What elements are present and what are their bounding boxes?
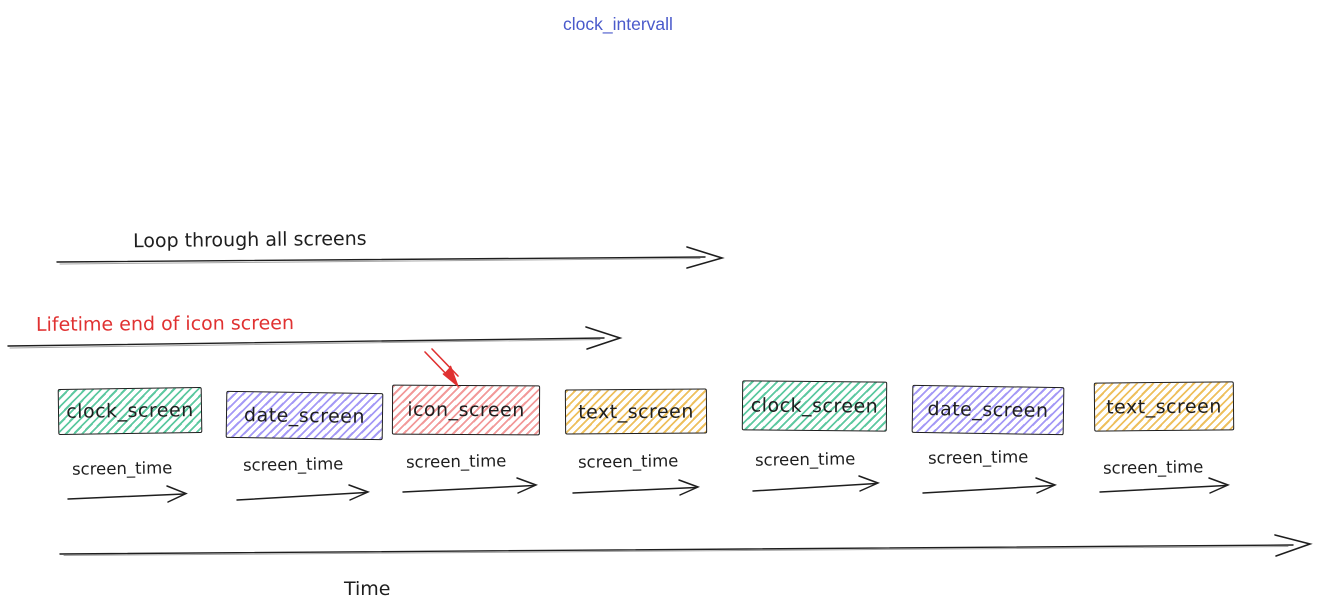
screen-box-label: date_screen <box>927 398 1049 422</box>
screen-box-label: text_screen <box>578 400 694 423</box>
lifetime-arrow-label: Lifetime end of icon screen <box>35 312 295 336</box>
screen-box-label: date_screen <box>243 403 366 428</box>
screen-time-label: screen_time <box>242 454 344 475</box>
loop-arrow-label: Loop through all screens <box>132 227 367 253</box>
icon-screen-pointer-arrow <box>424 348 460 388</box>
screen-box-label: icon_screen <box>407 398 525 422</box>
screen-time-label: screen_time <box>577 451 679 472</box>
screen-box-date-1: date_screen <box>225 390 384 441</box>
screen-time-arrow <box>67 475 1230 503</box>
screen-time-label: screen_time <box>405 451 507 472</box>
screen-time-label: screen_time <box>927 447 1029 468</box>
screen-box-label: text_screen <box>1106 394 1222 419</box>
time-axis-label: Time <box>344 578 391 600</box>
time-axis-arrow <box>59 534 1313 557</box>
screen-box-text-2: text_screen <box>1093 381 1235 432</box>
screen-box-text-1: text_screen <box>564 388 708 435</box>
screen-time-label: screen_time <box>1102 457 1204 478</box>
screen-box-clock-2: clock_screen <box>741 380 888 432</box>
screen-box-label: clock_screen <box>750 394 879 418</box>
diagram-title: clock_intervall <box>563 14 673 34</box>
screen-time-label: screen_time <box>754 449 856 470</box>
screen-box-clock-1: clock_screen <box>57 386 203 436</box>
screen-box-icon: icon_screen <box>391 384 541 436</box>
screen-time-label: screen_time <box>71 458 173 479</box>
screen-box-label: clock_screen <box>66 399 194 423</box>
screen-box-date-2: date_screen <box>911 384 1065 436</box>
